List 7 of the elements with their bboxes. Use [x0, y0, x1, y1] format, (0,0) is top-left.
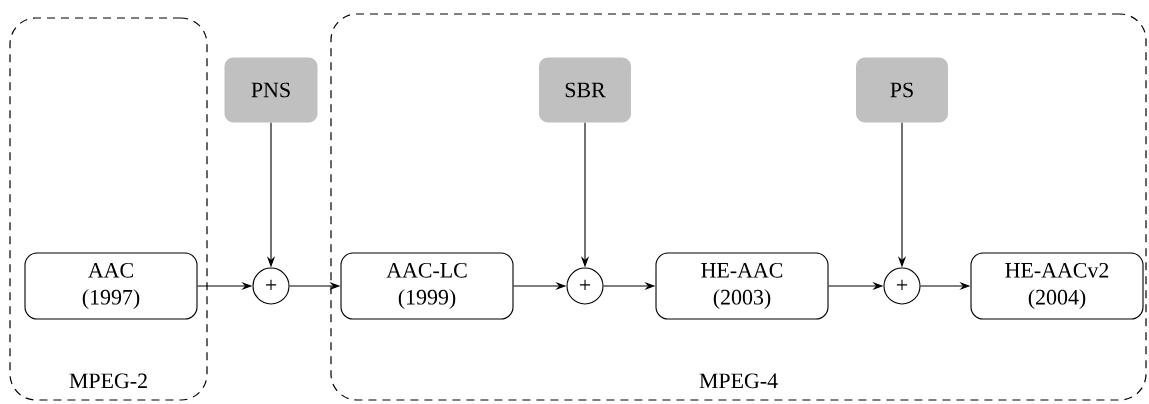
feature-box: PS [856, 57, 948, 123]
process-box: HE-AAC (2003) [655, 252, 829, 320]
process-box: AAC-LC (1999) [340, 252, 514, 320]
feature-box: PNS [224, 57, 318, 123]
process-box: AAC (1997) [24, 252, 198, 320]
process-box: HE-AACv2 (2004) [970, 252, 1144, 320]
feature-box: SBR [539, 57, 631, 123]
